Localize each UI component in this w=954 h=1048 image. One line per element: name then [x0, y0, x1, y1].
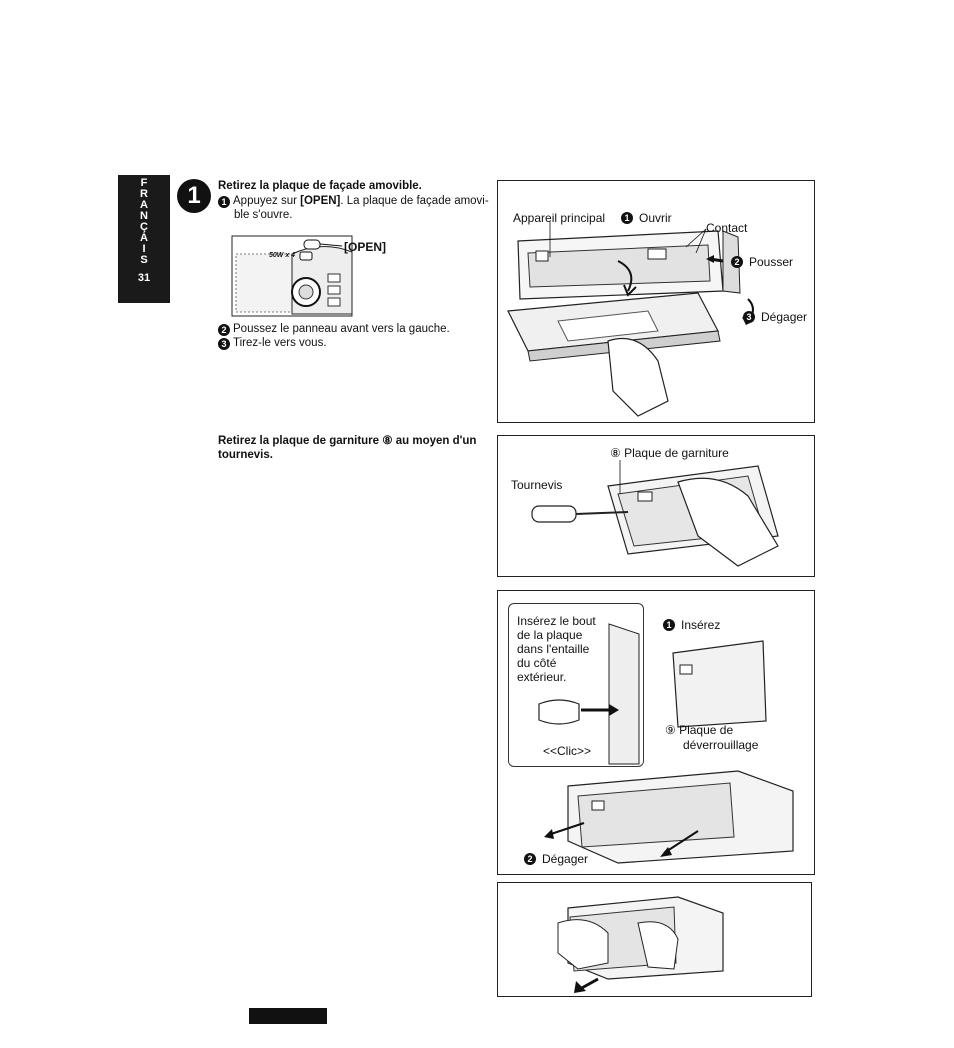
faceplate-power-text: 50W x 4: [269, 252, 296, 259]
illustration-remove-faceplate: Appareil principal 1 Ouvrir Contact 2 Po…: [497, 180, 815, 423]
step1-title: Retirez la plaque de façade amovible.: [218, 180, 422, 192]
step-number: 1: [187, 182, 201, 209]
tab-letter: I: [142, 243, 146, 255]
faceplate-drawing: [231, 235, 353, 317]
inset-drawing: [538, 623, 640, 765]
number-bullet: 1: [663, 619, 675, 631]
pull-unit-drawing: [557, 896, 724, 993]
click-label: <<Clic>>: [543, 744, 592, 758]
inset-text-line: dans l'entaille: [517, 642, 590, 656]
inset-text-line: de la plaque: [517, 628, 583, 642]
label-release-plate: ⑨ Plaque de: [665, 723, 734, 737]
illustration-release-plate: Insérez le bout de la plaque dans l'enta…: [497, 590, 815, 875]
label-main-unit: Appareil principal: [513, 211, 606, 225]
open-button-illustration: 50W x 4 [OPEN]: [230, 234, 430, 318]
step2-title: Retirez la plaque de garniture ⑧ au moye…: [218, 435, 477, 461]
inset-text-line: extérieur.: [517, 670, 567, 684]
unit-release-drawing: [544, 640, 794, 864]
label-contact: Contact: [706, 221, 748, 235]
illustration-trim-plate: ⑧ Plaque de garniture Tournevis: [497, 435, 815, 577]
tab-letter: Ç: [140, 221, 148, 233]
unit-drawing: [507, 221, 754, 417]
illustration-pull-unit: [497, 882, 812, 997]
number-bullet: 2: [731, 256, 743, 268]
inset-callout: Insérez le bout de la plaque dans l'enta…: [508, 603, 644, 767]
number-bullet: 1: [621, 212, 633, 224]
inset-text-line: Insérez le bout: [517, 614, 596, 628]
tab-letter: A: [140, 232, 148, 244]
inset-text-line: du côté: [517, 656, 557, 670]
label-release-plate-2: déverrouillage: [683, 738, 759, 752]
label-disengage: Dégager: [542, 852, 589, 866]
tab-letter: R: [140, 188, 148, 200]
number-bullet: 3: [743, 311, 755, 323]
tab-letter: N: [140, 210, 148, 222]
label-release: Dégager: [761, 310, 808, 324]
label-screwdriver: Tournevis: [511, 478, 563, 492]
number-bullet: 3: [218, 338, 230, 350]
tab-letter: S: [140, 254, 148, 266]
label-trim-plate: ⑧ Plaque de garniture: [610, 446, 729, 460]
page-number: 31: [137, 272, 151, 284]
label-push: Pousser: [749, 255, 794, 269]
number-bullet: 1: [218, 196, 230, 208]
tab-letter: A: [140, 199, 148, 211]
label-insert: Insérez: [681, 618, 721, 632]
number-bullet: 2: [218, 324, 230, 336]
number-bullet: 2: [524, 853, 536, 865]
open-label: [OPEN]: [344, 240, 386, 254]
tab-letter: F: [140, 177, 148, 189]
footer-bar: [249, 1008, 327, 1024]
trim-drawing: [531, 460, 779, 567]
step-number-badge: 1: [177, 179, 211, 213]
label-open: Ouvrir: [639, 211, 672, 225]
language-tab: F R A N Ç A I S 31: [118, 175, 170, 303]
